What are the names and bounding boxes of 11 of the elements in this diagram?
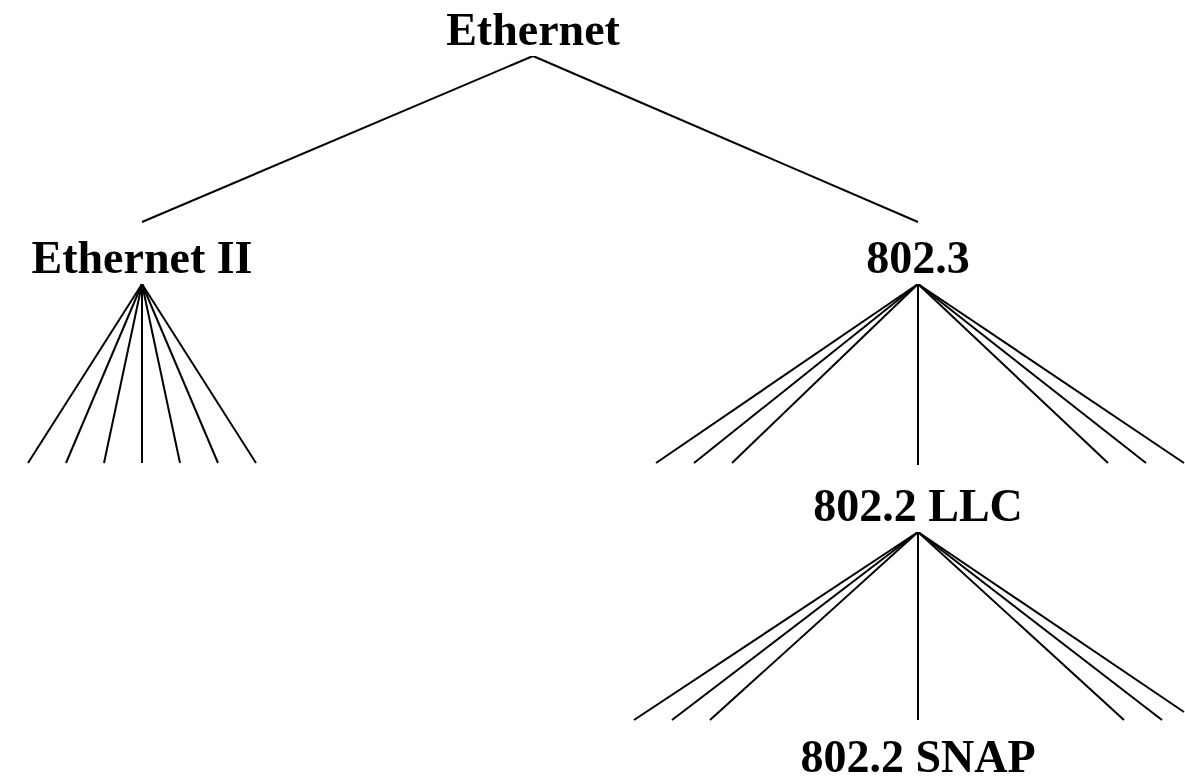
connector-line — [141, 283, 257, 464]
connector-line — [709, 531, 919, 721]
connector-line — [917, 531, 919, 721]
connector-line — [27, 283, 143, 464]
connector-line — [65, 283, 143, 464]
connector-line — [141, 55, 534, 223]
connector-line — [917, 283, 1109, 464]
connector-line — [731, 283, 919, 464]
connector-line — [917, 531, 1125, 721]
connector-line — [532, 55, 919, 223]
connector-line — [917, 283, 919, 466]
